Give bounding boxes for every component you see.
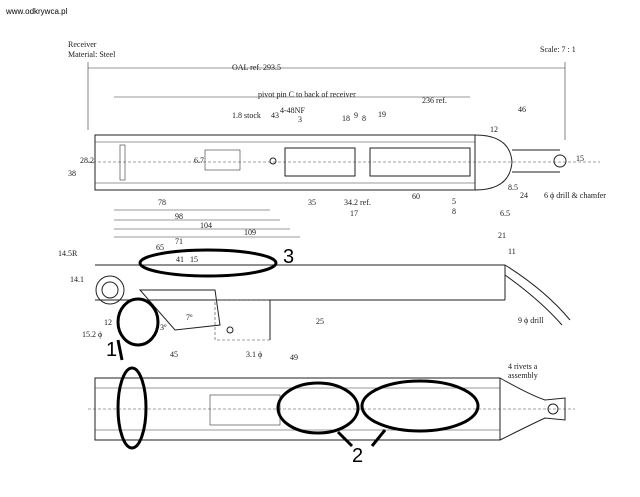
svg-text:65: 65 xyxy=(156,243,164,252)
svg-text:28.2: 28.2 xyxy=(80,156,94,165)
svg-text:46: 46 xyxy=(518,105,526,114)
svg-text:19: 19 xyxy=(378,110,386,119)
svg-text:45: 45 xyxy=(170,350,178,359)
pivot-note: pivot pin C to back of receiver xyxy=(258,90,356,99)
svg-text:6.5: 6.5 xyxy=(500,209,510,218)
scale-label: Scale: 7 : 1 xyxy=(540,45,576,54)
side-pivot-ring xyxy=(95,275,125,305)
highlight-ellipse-1b xyxy=(116,366,148,450)
bottom-view: 4 rivets a assembly xyxy=(88,362,575,441)
svg-text:6.7: 6.7 xyxy=(194,156,204,165)
svg-text:109: 109 xyxy=(244,228,256,237)
highlight-ellipse-2b xyxy=(360,379,480,433)
svg-text:9 ϕ drill: 9 ϕ drill xyxy=(518,316,544,325)
top-view: OAL ref. 293.5 pivot pin C to back of re… xyxy=(68,62,606,238)
side-view: 14.5R 14.1 65 71 41 15 21 11 7º 3º 25 12… xyxy=(58,231,571,362)
callout-2: 2 xyxy=(352,445,363,467)
svg-text:3.1 ϕ: 3.1 ϕ xyxy=(246,350,262,359)
svg-text:21: 21 xyxy=(498,231,506,240)
svg-text:15: 15 xyxy=(190,255,198,264)
ref-236: 236 ref. xyxy=(422,96,447,105)
callout-3: 3 xyxy=(283,246,294,268)
svg-text:9: 9 xyxy=(354,111,358,120)
svg-text:98: 98 xyxy=(175,212,183,221)
highlight-ellipse-3 xyxy=(138,248,278,278)
highlight-ellipse-1a xyxy=(116,297,160,347)
svg-text:3º: 3º xyxy=(160,323,167,332)
svg-text:3: 3 xyxy=(298,115,302,124)
svg-text:assembly: assembly xyxy=(508,371,538,380)
svg-text:8: 8 xyxy=(362,114,366,123)
svg-text:41: 41 xyxy=(176,255,184,264)
stock-label: 1.8 stock xyxy=(232,111,261,120)
top-body-outline xyxy=(94,134,476,191)
svg-text:24: 24 xyxy=(520,191,528,200)
top-drill-hole xyxy=(553,154,567,168)
marker-annotations: 3 1 2 xyxy=(106,246,480,467)
oal-label: OAL ref. 293.5 xyxy=(232,63,281,72)
svg-text:14.5R: 14.5R xyxy=(58,249,78,258)
thread-label: 4-48NF xyxy=(280,106,305,115)
svg-text:78: 78 xyxy=(158,198,166,207)
svg-text:8: 8 xyxy=(452,207,456,216)
svg-text:49: 49 xyxy=(290,353,298,362)
callout-1: 1 xyxy=(106,339,117,361)
svg-text:15.2 ϕ: 15.2 ϕ xyxy=(82,330,102,339)
svg-text:35: 35 xyxy=(308,198,316,207)
svg-text:71: 71 xyxy=(175,237,183,246)
watermark: www.odkrywca.pl xyxy=(5,7,68,16)
svg-text:12: 12 xyxy=(104,318,112,327)
svg-text:104: 104 xyxy=(200,221,212,230)
material-label: Material: Steel xyxy=(68,50,116,59)
svg-text:5: 5 xyxy=(452,197,456,206)
part-name: Receiver xyxy=(68,40,97,49)
highlight-ellipse-2a xyxy=(276,381,360,435)
svg-text:6 ϕ drill & chamfer: 6 ϕ drill & chamfer xyxy=(544,191,606,200)
svg-text:7º: 7º xyxy=(186,313,193,322)
svg-text:18: 18 xyxy=(342,114,350,123)
svg-text:38: 38 xyxy=(68,169,76,178)
svg-text:12: 12 xyxy=(490,125,498,134)
svg-text:34.2 ref.: 34.2 ref. xyxy=(344,198,371,207)
svg-text:60: 60 xyxy=(412,192,420,201)
svg-text:4 rivets a: 4 rivets a xyxy=(508,362,538,371)
svg-text:25: 25 xyxy=(316,317,324,326)
svg-text:17: 17 xyxy=(350,209,358,218)
svg-text:14.1: 14.1 xyxy=(70,275,84,284)
svg-text:8.5: 8.5 xyxy=(508,183,518,192)
svg-text:11: 11 xyxy=(508,247,516,256)
svg-text:43: 43 xyxy=(271,111,279,120)
svg-text:15: 15 xyxy=(576,154,584,163)
